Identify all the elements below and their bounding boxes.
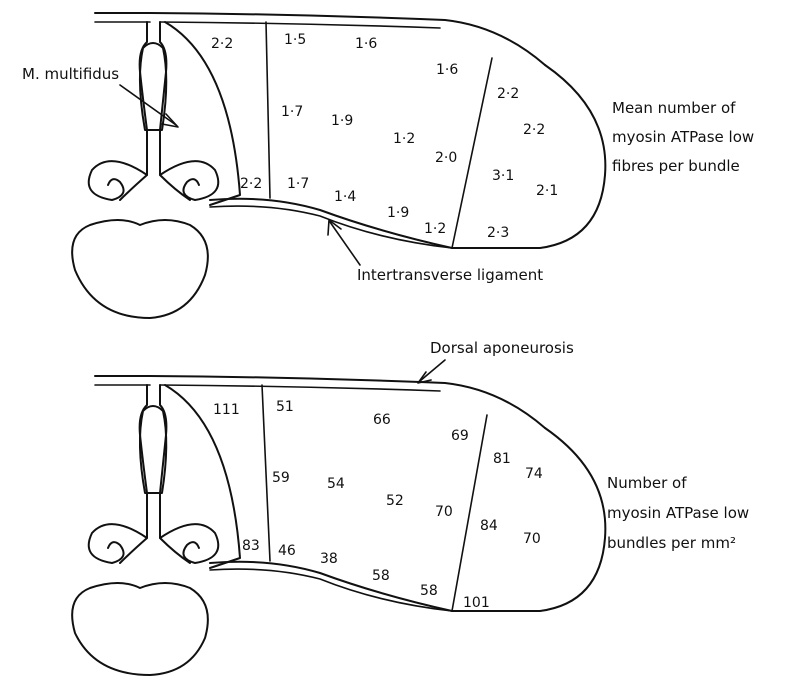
bottom-aponeurosis-outer [95,376,545,428]
bottom-value: 81 [493,451,511,467]
top-aponeurosis-outer [95,13,545,65]
top-value: 2·2 [211,36,233,52]
bottom-value: 69 [451,428,469,444]
bottom-ligament-inner [210,569,452,611]
top-value: 2·0 [435,150,457,166]
bottom-value: 111 [213,402,240,418]
bottom-vertebral-body [72,583,208,675]
top-divider-1 [266,22,270,198]
top-value: 2·3 [487,225,509,241]
bottom-value: 52 [386,493,404,509]
top-caption-line: myosin ATPase low [612,128,754,146]
top-caption-line: fibres per bundle [612,157,740,175]
top-ligament-inner [210,206,452,248]
top-value: 1·4 [334,189,356,205]
bottom-divider-1 [262,385,270,561]
bottom-value: 59 [272,470,290,486]
bottom-value: 84 [480,518,498,534]
bottom-value: 38 [320,551,338,567]
muscle-label: M. multifidus [22,65,119,83]
top-value: 1·2 [393,131,415,147]
top-vertebral-body [72,220,208,318]
bottom-value: 51 [276,399,294,415]
bottom-value: 74 [525,466,543,482]
top-value: 3·1 [492,168,514,184]
top-value: 2·2 [497,86,519,102]
top-value: 1·7 [287,176,309,192]
bottom-value: 54 [327,476,345,492]
bottom-value: 58 [372,568,390,584]
aponeurosis-label: Dorsal aponeurosis [430,339,574,357]
top-value: 1·6 [436,62,458,78]
bottom-value: 70 [435,504,453,520]
bottom-value: 46 [278,543,296,559]
top-value: 1·9 [331,113,353,129]
bottom-spinous-process [120,385,190,563]
bottom-value: 66 [373,412,391,428]
top-value: 2·2 [240,176,262,192]
top-spinous-process [120,22,190,200]
top-right-hook [160,161,218,200]
bottom-caption-line: myosin ATPase low [607,504,749,522]
bottom-divider-2 [452,415,487,611]
bottom-value: 101 [463,595,490,611]
ligament-label: Intertransverse ligament [357,266,543,284]
bottom-caption-line: bundles per mm² [607,534,736,552]
top-value: 1·5 [284,32,306,48]
bottom-panel: 111 83 51 66 69 59 54 52 70 46 38 58 58 … [72,376,749,675]
top-caption-line: Mean number of [612,99,736,117]
top-panel: 2·2 2·2 1·5 1·6 1·6 1·7 1·9 1·2 2·0 1·7 … [22,13,754,318]
top-value: 1·9 [387,205,409,221]
bottom-right-hook [160,524,218,563]
muscle-arrow-line [120,85,176,125]
top-divider-2 [452,58,492,248]
bottom-caption-line: Number of [607,474,687,492]
top-value: 1·7 [281,104,303,120]
aponeurosis-arrow-line [420,360,445,381]
bottom-value: 83 [242,538,260,554]
top-value: 2·1 [536,183,558,199]
bottom-value: 58 [420,583,438,599]
bottom-value: 70 [523,531,541,547]
top-value: 2·2 [523,122,545,138]
top-value: 1·6 [355,36,377,52]
top-left-hook [89,161,147,200]
top-value: 1·2 [424,221,446,237]
bottom-outer-contour [210,428,605,611]
bottom-left-hook [89,524,147,563]
